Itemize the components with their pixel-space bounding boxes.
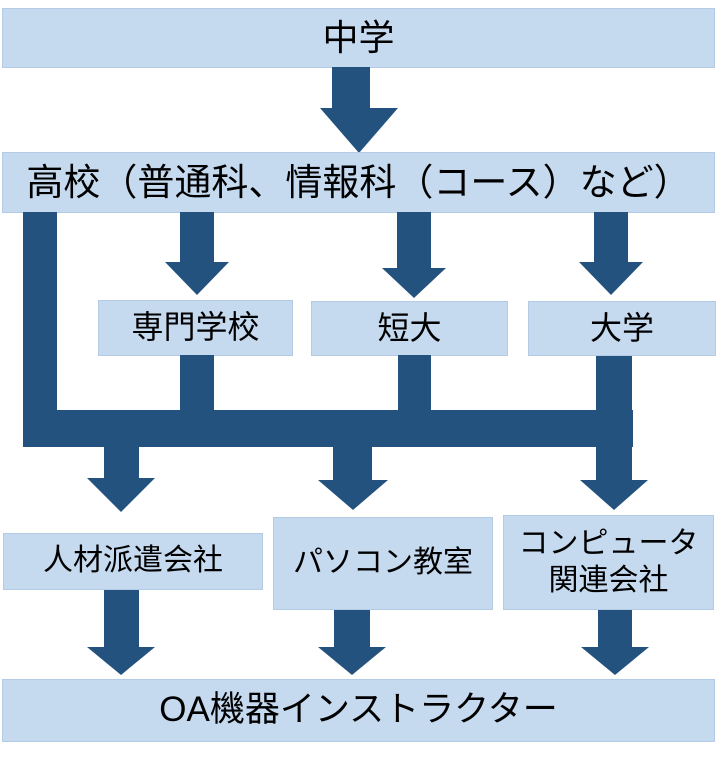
arrow-computer-company-to-oa-head xyxy=(581,647,649,675)
node-high-school: 高校（普通科、情報科（コース）など） xyxy=(2,152,715,213)
arrow-bar-to-staffing-shaft xyxy=(104,447,139,478)
node-staffing-company-label: 人材派遣会社 xyxy=(43,544,223,578)
arrow-pc-school-to-oa-shaft xyxy=(334,610,370,647)
arrow-junior-high-to-high-school-head xyxy=(320,108,398,153)
node-junior-college: 短大 xyxy=(311,301,508,356)
arrow-bar-to-pc-school-head xyxy=(318,480,388,510)
arrow-high-school-to-university-shaft xyxy=(594,212,628,262)
arrow-high-school-to-vocational-head xyxy=(165,262,229,295)
node-junior-college-label: 短大 xyxy=(377,309,442,346)
node-pc-school-label: パソコン教室 xyxy=(293,546,473,580)
arrow-computer-company-to-oa-shaft xyxy=(598,610,632,647)
arrow-high-school-to-junior-college-shaft xyxy=(397,212,431,268)
arrow-bar-to-pc-school-shaft xyxy=(333,447,372,480)
node-university: 大学 xyxy=(528,301,716,356)
arrow-high-school-to-junior-college-head xyxy=(382,268,446,298)
node-vocational-school: 専門学校 xyxy=(98,300,293,356)
arrow-bar-to-computer-company-shaft xyxy=(596,447,632,480)
node-junior-high-label: 中学 xyxy=(322,17,395,59)
node-computer-company-label-line2: 関連会社 xyxy=(548,563,669,597)
node-pc-school: パソコン教室 xyxy=(273,517,493,610)
node-oa-instructor: OA機器インストラクター xyxy=(2,679,715,742)
connector-high-school-left-vertical xyxy=(23,212,57,447)
arrow-bar-to-staffing-head xyxy=(87,478,155,512)
node-junior-high: 中学 xyxy=(2,8,715,68)
node-university-label: 大学 xyxy=(589,309,654,346)
arrow-high-school-to-vocational-shaft xyxy=(180,212,214,262)
node-computer-company: コンピュータ 関連会社 xyxy=(503,515,714,610)
arrow-staffing-to-oa-shaft xyxy=(104,590,139,647)
connector-vocational-to-bar xyxy=(180,355,214,411)
node-vocational-school-label: 専門学校 xyxy=(131,309,260,346)
node-computer-company-label-line1: コンピュータ xyxy=(518,526,699,560)
node-staffing-company: 人材派遣会社 xyxy=(3,533,263,590)
node-oa-instructor-label: OA機器インストラクター xyxy=(159,690,558,730)
connector-junior-college-to-bar xyxy=(398,355,431,411)
arrow-pc-school-to-oa-head xyxy=(318,647,386,675)
connector-university-to-bar xyxy=(596,356,632,411)
node-high-school-label: 高校（普通科、情報科（コース）など） xyxy=(26,161,691,203)
arrow-staffing-to-oa-head xyxy=(87,647,155,675)
arrow-bar-to-computer-company-head xyxy=(580,480,648,510)
collector-bar xyxy=(23,410,633,447)
arrow-junior-high-to-high-school-shaft xyxy=(332,67,370,109)
arrow-high-school-to-university-head xyxy=(579,262,643,295)
